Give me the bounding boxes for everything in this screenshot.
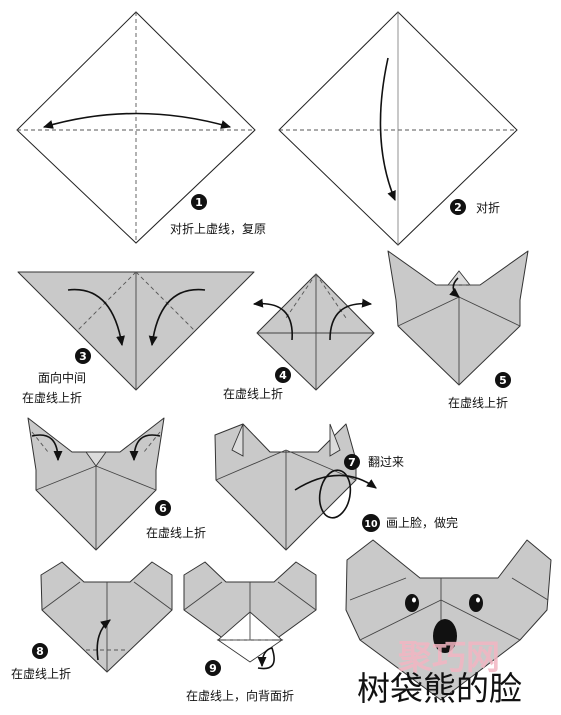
step-8-diagram: [40, 561, 173, 673]
step-5-number: 5: [495, 372, 511, 388]
step-4-caption: 在虚线上折: [223, 386, 283, 401]
svg-text:5: 5: [499, 374, 507, 387]
step-9-caption: 在虚线上，向背面折: [186, 688, 294, 703]
koala-right-eye: [469, 594, 483, 612]
step-9-number: 9: [205, 660, 221, 676]
step-9-diagram: [183, 561, 317, 670]
step-5-diagram: [387, 250, 529, 386]
step-10-caption: 画上脸，做完: [386, 515, 458, 530]
step-5-caption: 在虚线上折: [448, 395, 508, 410]
step-3-number: 3: [75, 348, 91, 364]
svg-text:4: 4: [279, 369, 287, 382]
svg-text:8: 8: [36, 645, 44, 658]
step-2-number: 2: [450, 199, 466, 215]
step-2-diagram: [278, 11, 518, 246]
svg-text:1: 1: [195, 196, 203, 209]
step-7-caption: 翻过来: [368, 455, 404, 469]
step-1-caption: 对折上虚线，复原: [170, 221, 266, 236]
step-3-caption-line2: 在虚线上折: [22, 390, 82, 405]
step-2-caption: 对折: [476, 200, 500, 215]
svg-text:2: 2: [454, 201, 462, 214]
koala-left-eye: [405, 594, 419, 612]
step-1-number: 1: [191, 194, 207, 210]
step-10-number: 10: [362, 514, 380, 532]
step-8-number: 8: [32, 643, 48, 659]
step-6-caption: 在虚线上折: [146, 525, 206, 540]
svg-text:6: 6: [159, 502, 167, 515]
step-6-diagram: [27, 417, 165, 551]
svg-text:3: 3: [79, 350, 87, 363]
step-6-number: 6: [155, 500, 171, 516]
step-3-diagram: [17, 271, 255, 391]
step-4-number: 4: [275, 367, 291, 383]
step-7-diagram: [214, 423, 377, 551]
step-3-caption-line1: 面向中间: [38, 370, 86, 385]
step-10-diagram: [345, 539, 552, 701]
watermark-text: 聚巧网: [397, 638, 500, 678]
svg-text:10: 10: [364, 519, 378, 530]
svg-text:7: 7: [348, 456, 356, 469]
koala-nose: [433, 619, 457, 653]
step-8-caption: 在虚线上折: [11, 666, 71, 681]
step-4-diagram: [252, 273, 375, 391]
step-7-number: 7: [344, 454, 360, 470]
page-title: 树袋熊的脸: [357, 669, 522, 708]
svg-text:9: 9: [209, 662, 217, 675]
step-1-diagram: [16, 11, 256, 244]
